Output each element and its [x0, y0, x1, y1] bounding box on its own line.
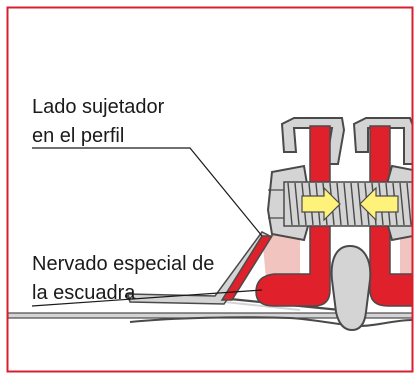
- fastener-side-label-line1: Lado sujetador: [32, 96, 165, 118]
- thread-line: [406, 182, 412, 226]
- thread-line: [294, 182, 300, 226]
- right-bracket: [369, 125, 412, 307]
- thread-line: [399, 182, 405, 226]
- center-rivet: [330, 244, 372, 332]
- special-rib-label-line2: la escuadra: [32, 282, 136, 304]
- fastener-side-label-line2: en el perfil: [32, 125, 124, 147]
- leader-lines: [31, 147, 263, 307]
- thread-line: [287, 182, 293, 226]
- special-rib-label-line1: Nervado especial de: [32, 253, 214, 275]
- fastener-side-leg: [220, 235, 274, 301]
- double-arrow-icon: [301, 186, 399, 222]
- thread-line: [350, 182, 356, 226]
- thread-line: [343, 182, 349, 226]
- left-bracket: [255, 125, 331, 307]
